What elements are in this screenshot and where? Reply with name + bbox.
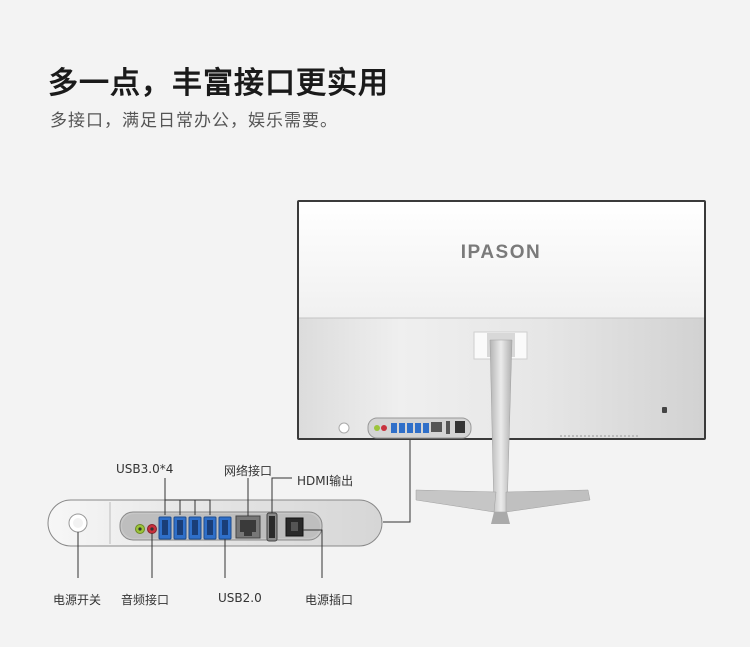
label-usb20: USB2.0 <box>218 591 262 605</box>
hdmi-port-icon <box>266 512 278 542</box>
callout-lines <box>77 477 323 578</box>
label-power-switch: 电源开关 <box>53 593 102 607</box>
label-usb30: USB3.0*4 <box>116 462 174 476</box>
page-title: 多一点，丰富接口更实用 <box>48 66 389 101</box>
label-hdmi: HDMI输出 <box>297 474 354 488</box>
usb20-port-icon <box>218 516 232 540</box>
label-audio: 音频接口 <box>121 593 170 607</box>
label-power-socket: 电源插口 <box>305 593 354 607</box>
monitor-port-cluster <box>367 417 472 439</box>
monitor-stand <box>415 331 591 524</box>
usb30-ports-icon <box>158 516 217 540</box>
power-socket-icon <box>285 517 304 537</box>
page-subtitle: 多接口，满足日常办公，娱乐需要。 <box>50 111 338 131</box>
label-network: 网络接口 <box>224 464 273 478</box>
audio-ports-icon <box>135 524 157 534</box>
network-port-icon <box>235 515 261 539</box>
zoom-connector-line <box>383 440 411 523</box>
monitor-back <box>297 200 706 440</box>
monitor-brand-logo: IPASON <box>461 242 541 263</box>
power-button-icon <box>68 513 88 533</box>
